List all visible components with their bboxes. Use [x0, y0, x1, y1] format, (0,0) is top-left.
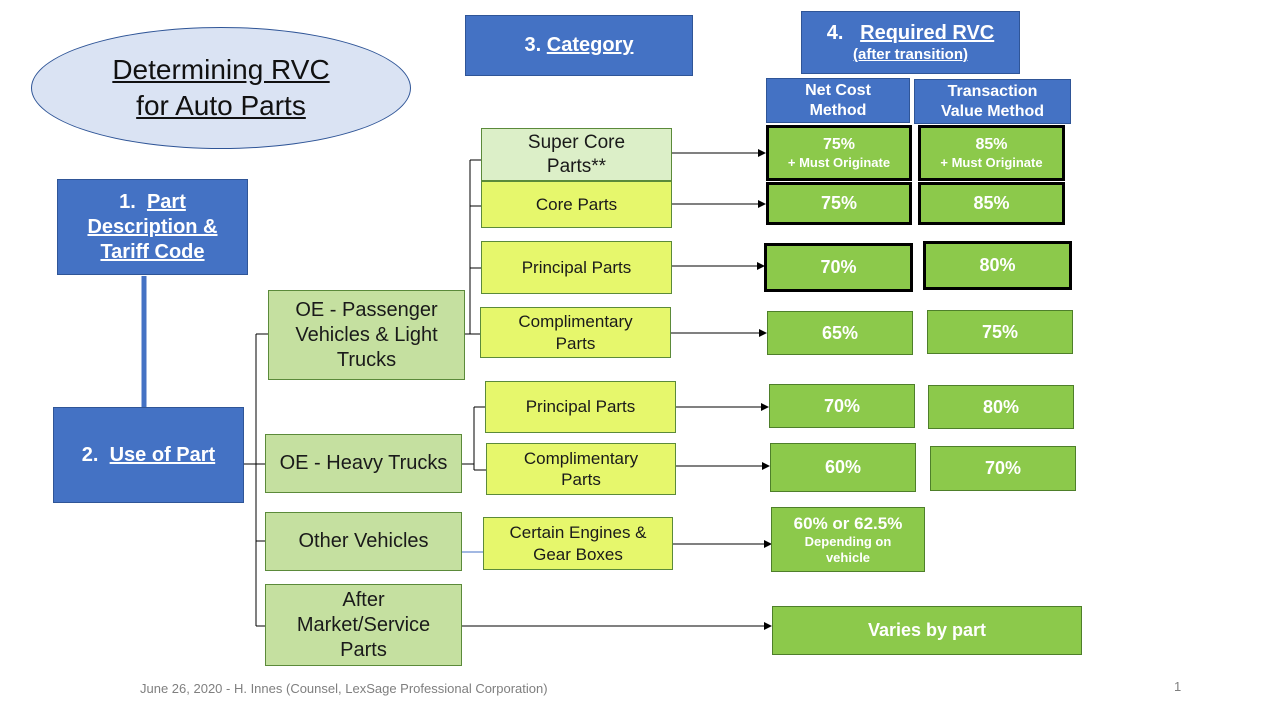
principal-heavy-label: Principal Parts — [525, 397, 636, 417]
category-principal-passenger: Principal Parts — [481, 241, 672, 294]
rvc-note: + Must Originate — [940, 154, 1043, 170]
step1-line-2: Description & — [87, 215, 218, 238]
rvc-super-core-net-cost: 75% + Must Originate — [766, 125, 912, 181]
rvc-principal-heavy-transaction: 80% — [928, 385, 1074, 429]
category-core: Core Parts — [481, 181, 672, 228]
title-line-1: Determining RVC — [112, 53, 330, 85]
net-cost-method-header: Net Cost Method — [766, 78, 910, 123]
engines-line-1: Certain Engines & — [509, 523, 647, 543]
step1-part-description: 1. Part Description & Tariff Code — [57, 179, 248, 275]
rvc-principal-passenger-transaction: 80% — [923, 241, 1072, 290]
rvc-principal-passenger-net-cost: 70% — [764, 243, 913, 292]
step3-category: 3. Category — [465, 15, 693, 76]
step4-number: 4. — [826, 21, 844, 44]
step4-label: Required RVC — [860, 21, 995, 44]
use-other-vehicles: Other Vehicles — [265, 512, 462, 571]
use-oe-passenger: OE - Passenger Vehicles & Light Trucks — [268, 290, 465, 380]
rvc-complimentary-passenger-transaction: 75% — [927, 310, 1073, 354]
rvc-value: 85% — [975, 135, 1008, 153]
rvc-value: 75% — [820, 193, 858, 214]
core-parts-label: Core Parts — [535, 194, 618, 214]
rvc-super-core-transaction: 85% + Must Originate — [918, 125, 1065, 181]
other-vehicles-label: Other Vehicles — [298, 530, 429, 552]
net-cost-line-2: Method — [809, 101, 867, 119]
rvc-note: + Must Originate — [787, 154, 891, 170]
category-principal-heavy: Principal Parts — [485, 381, 676, 433]
engines-line-2: Gear Boxes — [533, 544, 623, 564]
step3-label: Category — [546, 34, 634, 56]
step1-line-1: Part — [146, 190, 186, 213]
rvc-complimentary-heavy-net-cost: 60% — [770, 443, 916, 492]
diagram-title: Determining RVC for Auto Parts — [31, 27, 411, 149]
rvc-principal-heavy-net-cost: 70% — [769, 384, 915, 428]
rvc-value: 85% — [973, 193, 1010, 214]
category-engines-gear-boxes: Certain Engines & Gear Boxes — [483, 517, 673, 570]
rvc-core-transaction: 85% — [918, 182, 1065, 225]
complimentary-passenger-line-1: Complimentary — [518, 312, 633, 332]
rvc-value: 75% — [981, 321, 1019, 342]
oe-passenger-line-2: Vehicles & Light — [295, 323, 438, 346]
oe-passenger-line-1: OE - Passenger — [295, 298, 438, 321]
principal-passenger-label: Principal Parts — [521, 257, 632, 277]
rvc-core-net-cost: 75% — [766, 182, 912, 225]
category-complimentary-passenger: Complimentary Parts — [480, 307, 671, 358]
step4-required-rvc: 4. Required RVC (after transition) — [801, 11, 1020, 74]
step1-number: 1. — [119, 190, 136, 213]
rvc-value: 80% — [979, 255, 1016, 276]
step2-number: 2. — [81, 443, 99, 466]
super-core-line-1: Super Core — [527, 131, 626, 153]
use-oe-heavy-trucks: OE - Heavy Trucks — [265, 434, 462, 493]
rvc-value: 70% — [984, 458, 1022, 479]
rvc-value: 80% — [982, 396, 1020, 417]
transaction-value-method-header: Transaction Value Method — [914, 79, 1071, 124]
transaction-line-1: Transaction — [947, 82, 1038, 100]
use-after-market: After Market/Service Parts — [265, 584, 462, 666]
rvc-value: 65% — [821, 322, 859, 343]
category-complimentary-heavy: Complimentary Parts — [486, 443, 676, 495]
transaction-line-2: Value Method — [940, 102, 1045, 120]
title-line-2: for Auto Parts — [136, 90, 306, 121]
rvc-value: 75% — [822, 135, 856, 153]
rvc-note-1: Depending on — [804, 533, 892, 549]
step4-subtitle: (after transition) — [852, 45, 968, 63]
after-market-line-2: Market/Service — [296, 613, 431, 636]
rvc-value: 60% — [824, 457, 862, 478]
category-super-core: Super Core Parts** — [481, 128, 672, 181]
step1-line-3: Tariff Code — [100, 240, 205, 263]
rvc-value: 70% — [820, 257, 857, 278]
complimentary-heavy-line-2: Parts — [561, 470, 601, 489]
step2-label: Use of Part — [109, 443, 216, 466]
oe-heavy-label: OE - Heavy Trucks — [279, 452, 448, 474]
super-core-line-2: Parts** — [546, 155, 607, 177]
page-number: 1 — [1174, 679, 1182, 694]
rvc-value: 60% or 62.5% — [793, 513, 903, 533]
complimentary-heavy-line-1: Complimentary — [523, 448, 639, 468]
rvc-after-market: Varies by part — [772, 606, 1082, 655]
after-market-line-1: After — [342, 588, 385, 611]
rvc-engines: 60% or 62.5% Depending on vehicle — [771, 507, 925, 572]
footer-citation: June 26, 2020 - H. Innes (Counsel, LexSa… — [140, 681, 548, 696]
rvc-note-2: vehicle — [825, 550, 871, 566]
rvc-complimentary-heavy-transaction: 70% — [930, 446, 1076, 491]
after-market-line-3: Parts — [340, 638, 387, 661]
complimentary-passenger-line-2: Parts — [555, 333, 596, 353]
step2-use-of-part: 2. Use of Part — [53, 407, 244, 503]
step3-number: 3. — [524, 34, 542, 56]
oe-passenger-line-3: Trucks — [336, 348, 397, 371]
rvc-value: 70% — [823, 395, 861, 416]
net-cost-line-1: Net Cost — [805, 81, 871, 99]
rvc-value: Varies by part — [867, 620, 987, 641]
rvc-complimentary-passenger-net-cost: 65% — [767, 311, 913, 355]
